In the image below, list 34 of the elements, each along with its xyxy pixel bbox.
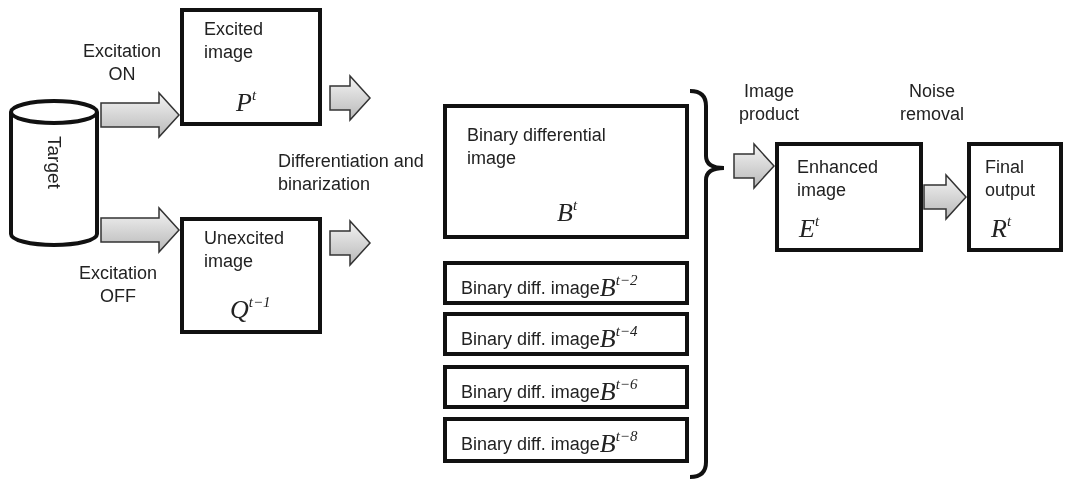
process-box bbox=[967, 142, 1063, 252]
box-label: Binary diff. image bbox=[461, 380, 600, 403]
block-arrow bbox=[100, 91, 180, 139]
box-label: Binary diff. image bbox=[461, 327, 600, 350]
process-box bbox=[443, 261, 689, 305]
process-box bbox=[443, 104, 689, 239]
process-box bbox=[180, 217, 322, 334]
cylinder-label: Target bbox=[42, 136, 66, 189]
block-arrow bbox=[329, 74, 371, 122]
box-label: Enhanced image bbox=[797, 156, 880, 201]
formula: B$^{t−2}$ bbox=[599, 275, 638, 301]
box-label: Unexcited image bbox=[204, 227, 286, 272]
process-box bbox=[443, 365, 689, 409]
box-label: Binary diff. image bbox=[461, 432, 600, 455]
block-arrow bbox=[100, 206, 180, 254]
process-box bbox=[443, 417, 689, 463]
box-label: Binary differential image bbox=[467, 124, 607, 169]
process-box bbox=[775, 142, 923, 252]
box-label: Final output bbox=[985, 156, 1037, 201]
formula: B$^{t−4}$ bbox=[599, 326, 638, 352]
formula: Q$^{t−1}$ bbox=[230, 297, 271, 323]
formula: E$^{t}$ bbox=[799, 216, 820, 242]
process-box bbox=[443, 312, 689, 356]
formula: R$^{t}$ bbox=[991, 216, 1012, 242]
block-arrow bbox=[329, 219, 371, 267]
block-arrow bbox=[733, 142, 775, 190]
formula: B$^{t−8}$ bbox=[599, 431, 638, 457]
process-box bbox=[180, 8, 322, 126]
formula: B$^{t}$ bbox=[557, 200, 578, 226]
formula: P$^{t}$ bbox=[236, 90, 257, 116]
box-label: Excited image bbox=[204, 18, 265, 63]
block-arrow bbox=[923, 173, 967, 221]
box-label: Binary diff. image bbox=[461, 276, 600, 299]
formula: B$^{t−6}$ bbox=[599, 379, 638, 405]
